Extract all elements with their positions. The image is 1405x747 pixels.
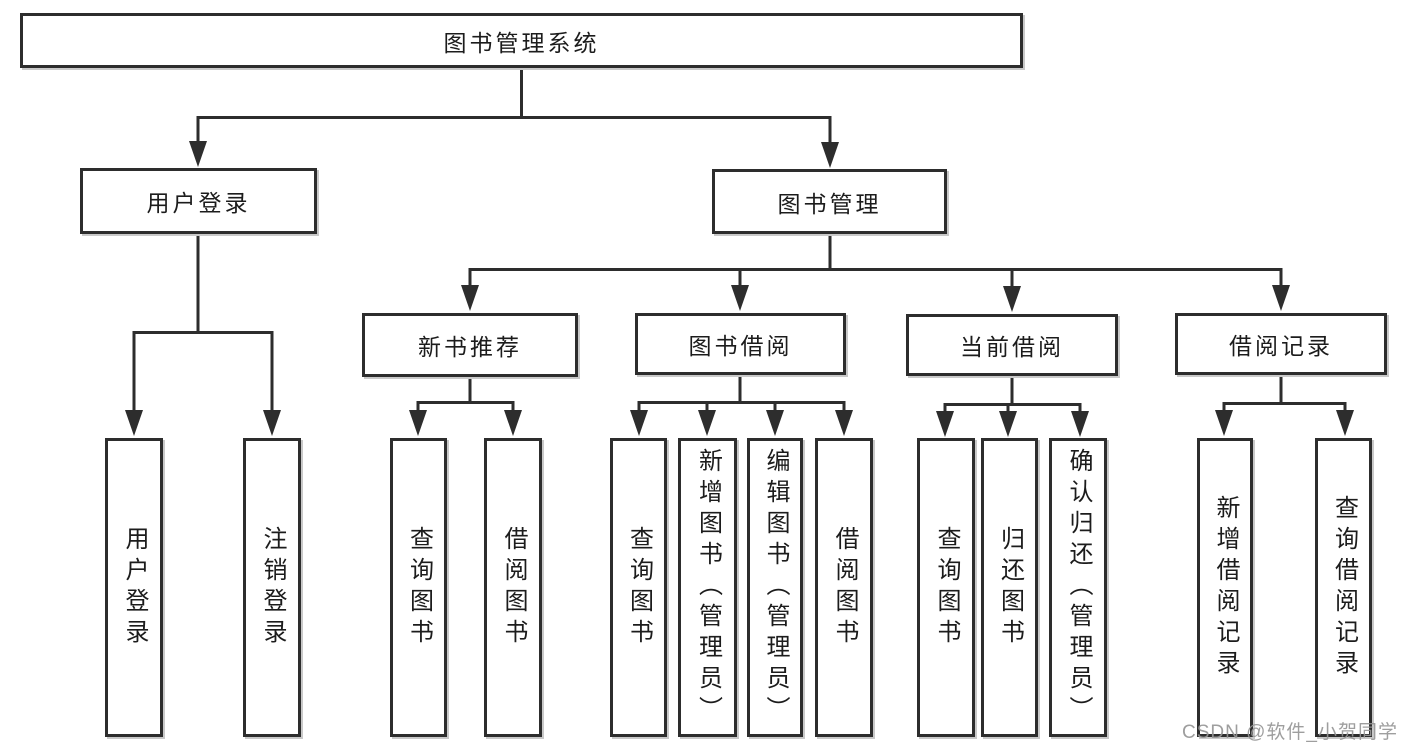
leaf-logout: 注销登录 [243,438,301,737]
leaf-edit-book-admin: 编辑图书（管理员） [747,438,803,737]
node-borrow-records: 借阅记录 [1175,313,1387,375]
csdn-watermark: CSDN @软件_小贺同学 [1182,722,1398,743]
leaf-borrowing-query-books: 查询图书 [610,438,667,737]
node-book-borrowing: 图书借阅 [635,313,846,375]
node-user-login: 用户登录 [80,168,317,234]
leaf-add-borrow-record: 新增借阅记录 [1197,438,1253,737]
leaf-borrowing-borrow-books: 借阅图书 [815,438,873,737]
leaf-newbook-query-books: 查询图书 [390,438,447,737]
leaf-return-books: 归还图书 [981,438,1038,737]
connector-records-to-leaves [1215,375,1354,436]
leaf-current-query-books: 查询图书 [917,438,975,737]
node-book-management: 图书管理 [712,169,947,234]
node-new-book-recommend: 新书推荐 [362,313,578,377]
connector-bookmgmt-to-level3 [461,234,1290,312]
leaf-confirm-return-admin: 确认归还（管理员） [1049,438,1107,737]
leaf-newbook-borrow-books: 借阅图书 [484,438,542,737]
node-current-borrowing: 当前借阅 [906,314,1118,376]
node-root-library-system: 图书管理系统 [20,13,1023,68]
connector-newbook-to-leaves [409,377,522,436]
leaf-add-book-admin: 新增图书（管理员） [678,438,737,737]
connector-root-to-level2 [189,68,839,168]
connector-userlogin-to-leaves [125,234,281,436]
leaf-user-login: 用户登录 [105,438,163,737]
connector-borrowing-to-leaves [630,375,853,436]
leaf-query-borrow-record: 查询借阅记录 [1315,438,1372,737]
connector-current-to-leaves [936,376,1089,437]
